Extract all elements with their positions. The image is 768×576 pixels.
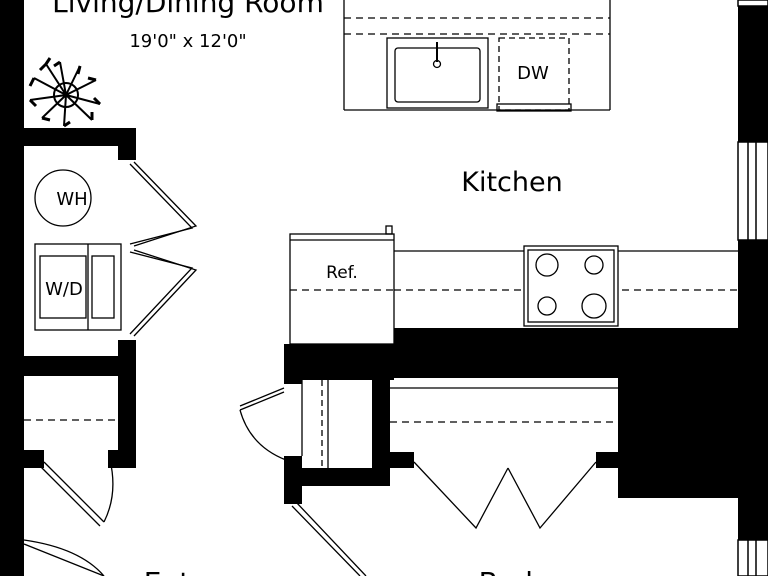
wall-right-mass (618, 378, 742, 498)
wall-closet-jamb-top (118, 128, 136, 160)
kitchen-counter (289, 225, 740, 345)
kitchen-island (343, 0, 611, 112)
wall-bedroom-jamb-left (388, 452, 414, 468)
room-title-living-dining: Living/Dining Room (52, 0, 324, 19)
closet-bifold-doors (129, 161, 198, 337)
wall-bath-vertical-right (372, 378, 390, 486)
wall-closet-top (24, 128, 136, 146)
dishwasher (498, 37, 570, 111)
wall-hall-jamb-left (24, 450, 44, 468)
wall-left-exterior (0, 0, 24, 576)
wall-right-middle (738, 240, 768, 540)
closet-fixtures (34, 169, 122, 331)
wall-counter-back (394, 328, 768, 378)
plant-icon (28, 57, 102, 128)
label-water-heater: WH (56, 189, 87, 210)
label-dishwasher: DW (517, 63, 549, 84)
washer-dryer (34, 243, 122, 331)
burner (535, 253, 559, 277)
burner (584, 255, 604, 275)
water-heater (34, 169, 92, 227)
interior-lines (24, 380, 618, 468)
room-title-kitchen: Kitchen (461, 167, 562, 198)
label-washer-dryer: W/D (45, 279, 83, 300)
doors (23, 387, 597, 576)
window-top (737, 0, 768, 7)
window-kitchen (737, 141, 768, 241)
burner (537, 296, 557, 316)
room-title-entry: Entry (144, 566, 219, 576)
room-dimensions-living-dining: 19'0" x 12'0" (129, 31, 246, 52)
wall-bedroom-jamb-right (596, 452, 620, 468)
wall-bath-bottom (284, 468, 390, 486)
wall-bath-jamb (284, 456, 302, 470)
window-bedroom (737, 539, 768, 576)
wall-hall-vertical (118, 376, 136, 468)
windows (737, 0, 768, 576)
label-refrigerator: Ref. (326, 263, 358, 283)
room-title-bedroom: Bedroom (479, 566, 606, 576)
refrigerator (289, 233, 395, 345)
wall-closet-bottom (24, 356, 136, 376)
wall-right-upper (738, 0, 768, 142)
sink (386, 37, 489, 109)
burner (581, 293, 607, 319)
wall-kitchen-bottom (284, 344, 394, 380)
wall-hall-jamb-right (108, 450, 136, 468)
range (523, 245, 619, 327)
